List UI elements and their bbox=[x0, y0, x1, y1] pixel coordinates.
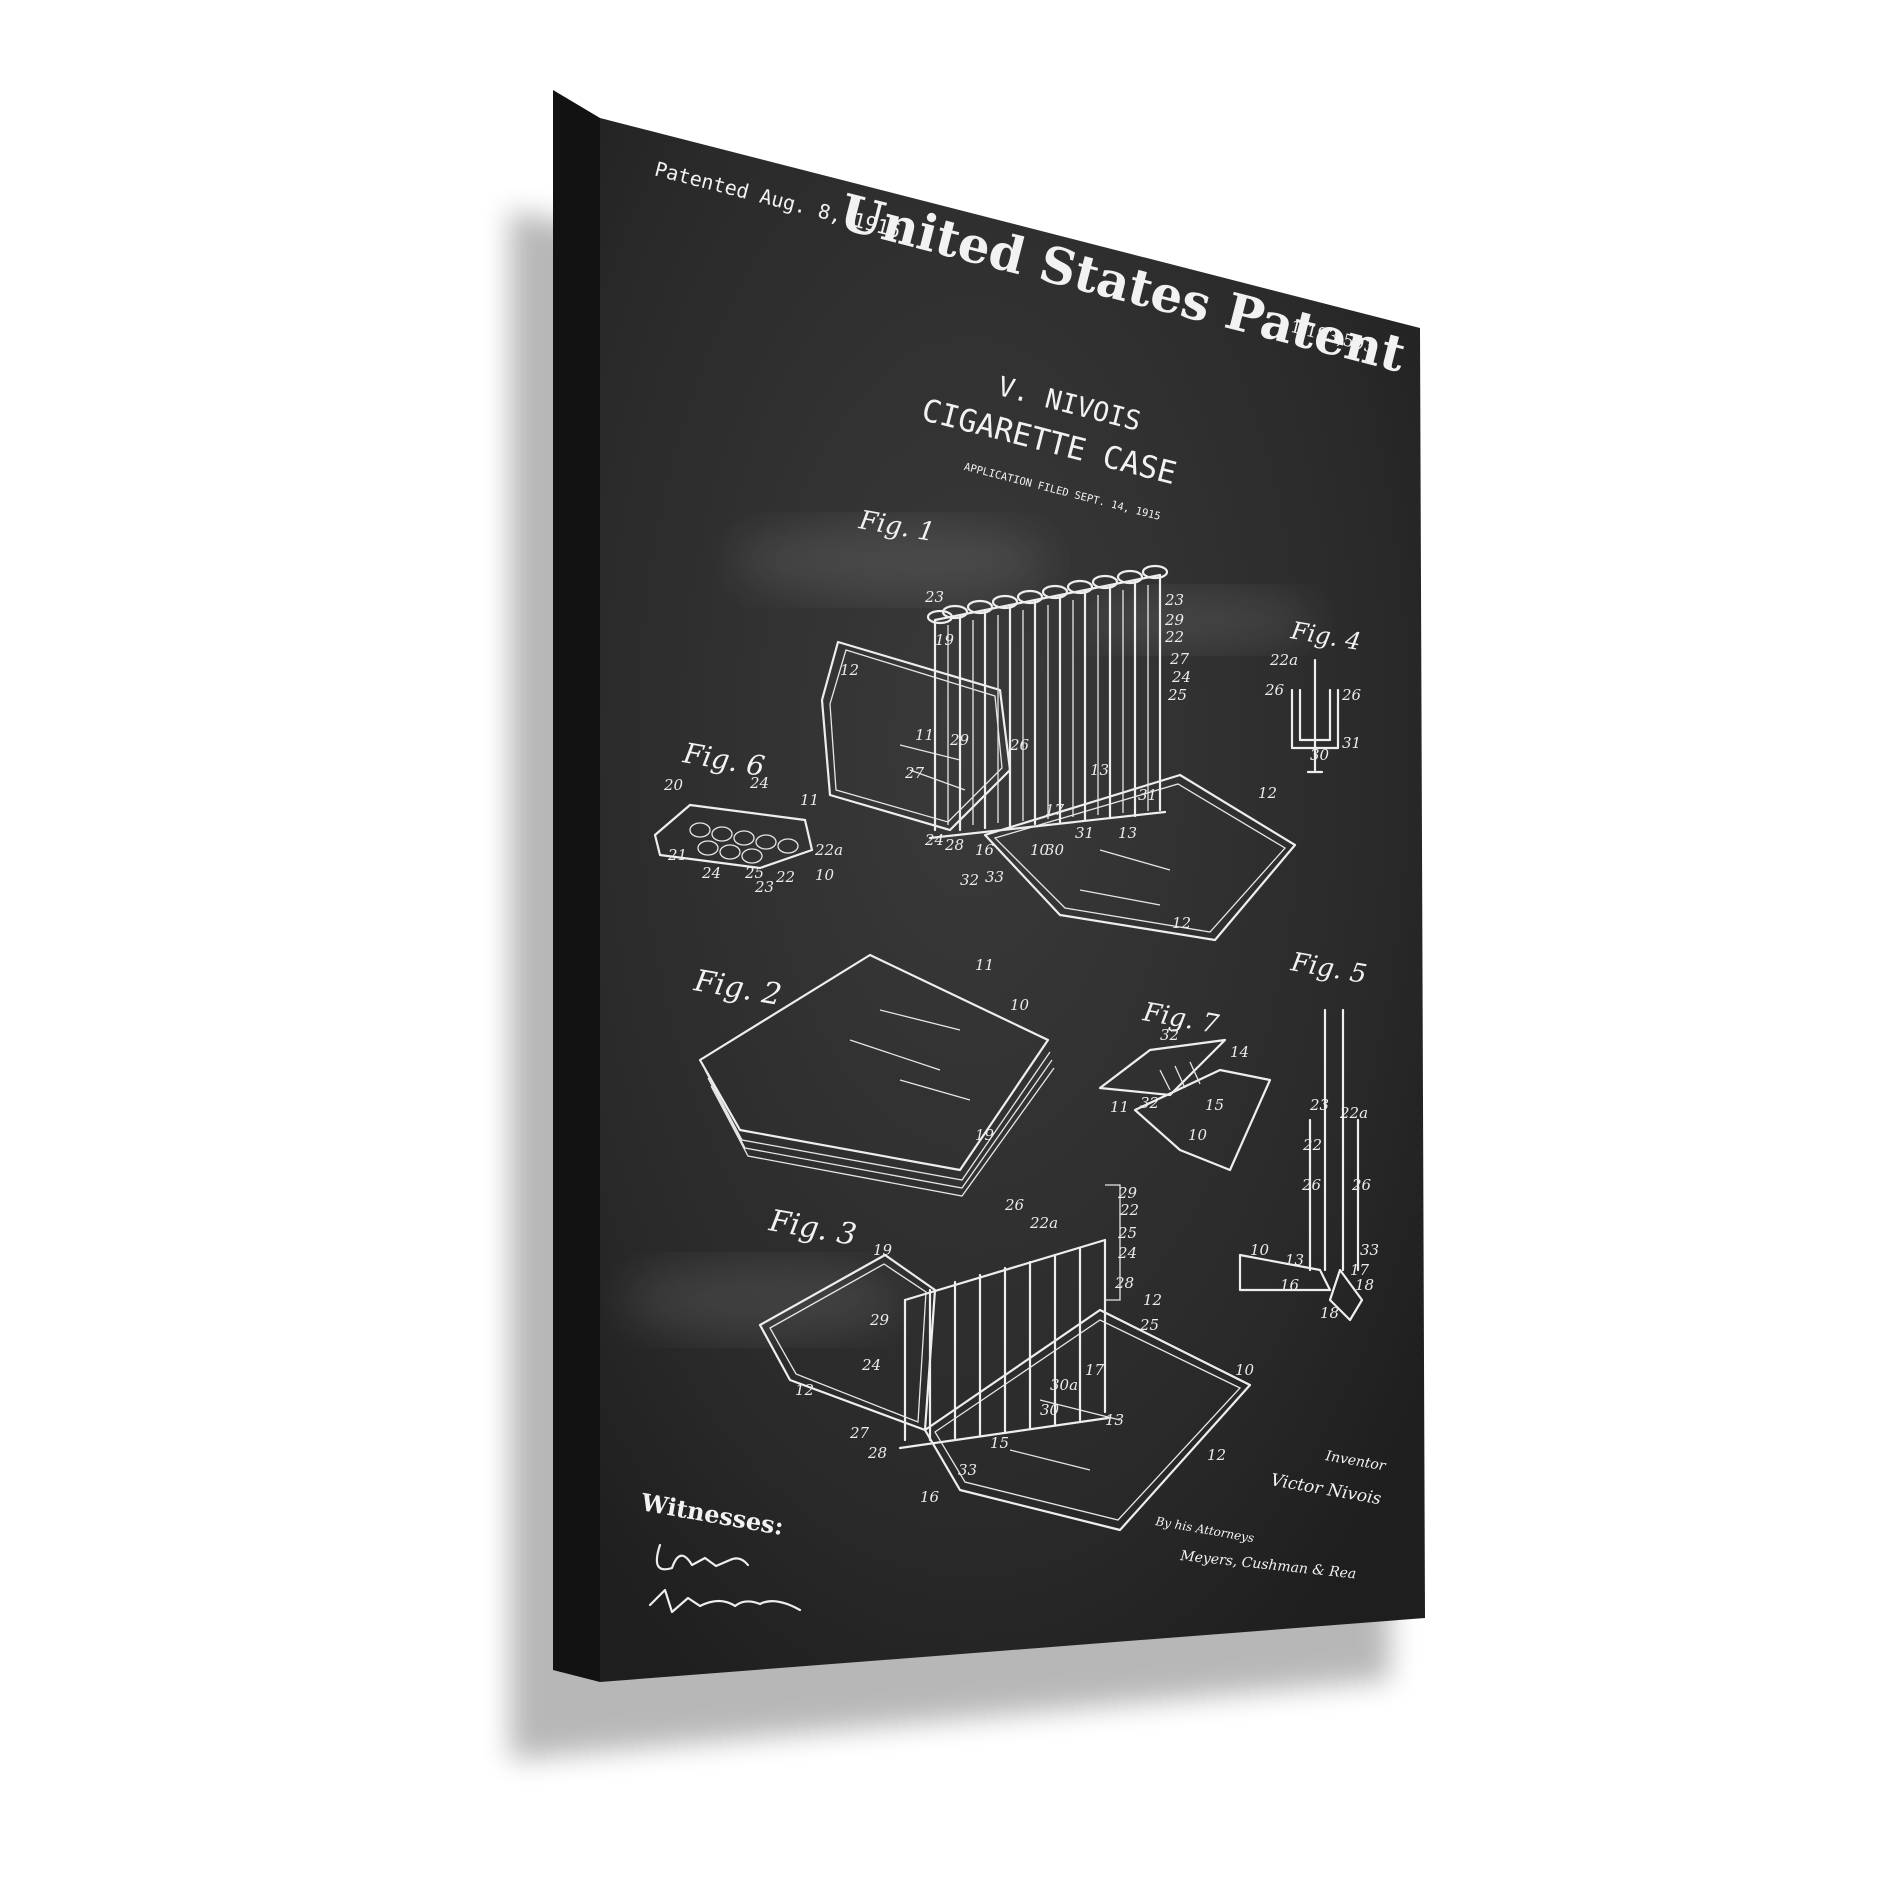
fig1-callout: 27 bbox=[1169, 650, 1190, 668]
fig5-callout: 18 bbox=[1355, 1276, 1374, 1294]
fig3-callout: 28 bbox=[1114, 1274, 1134, 1292]
figure-7-drawing: Fig. 7 bbox=[1098, 997, 1272, 1172]
fig1-callout: 31 bbox=[1075, 824, 1094, 842]
fig7-callout: 10 bbox=[1188, 1126, 1208, 1144]
fig6-callout: 25 bbox=[744, 864, 764, 882]
fig5-callout: 18 bbox=[1320, 1304, 1339, 1322]
chalk-smudges bbox=[620, 520, 1320, 1340]
fig3-callout: 28 bbox=[867, 1444, 887, 1462]
fig6-callout: 24 bbox=[701, 864, 721, 882]
fig5-callout: 17 bbox=[1350, 1261, 1370, 1279]
witness-signature-1 bbox=[655, 1543, 750, 1571]
fig2-callout: 10 bbox=[1010, 996, 1030, 1014]
fig5-callout: 22 bbox=[1302, 1136, 1322, 1154]
fig1-callout: 11 bbox=[915, 726, 934, 744]
fig1-callout: 17 bbox=[1045, 801, 1065, 819]
fig3-callout: 30 bbox=[1040, 1401, 1060, 1419]
fig3-callout: 12 bbox=[1143, 1291, 1162, 1309]
fig1-callout: 24 bbox=[924, 831, 944, 849]
fig3-callout: 17 bbox=[1085, 1361, 1105, 1379]
fig5-callout: 26 bbox=[1351, 1176, 1372, 1194]
fig3-callout: 27 bbox=[849, 1424, 870, 1442]
fig1-callout: 30 bbox=[1045, 841, 1065, 859]
fig4-callout: 31 bbox=[1342, 734, 1361, 752]
fig2-callout: 19 bbox=[975, 1126, 995, 1144]
fig1-callout: 12 bbox=[1172, 914, 1191, 932]
fig1-callout: 28 bbox=[944, 836, 964, 854]
fig6-callout: 22a bbox=[814, 841, 843, 859]
figure-1-drawing: Fig. 1 bbox=[820, 505, 1297, 942]
fig1-callout: 29 bbox=[949, 731, 970, 749]
fig3-callout: 24 bbox=[861, 1356, 881, 1374]
fig1-callout: 12 bbox=[840, 661, 859, 679]
fig3-callout: 12 bbox=[1207, 1446, 1226, 1464]
fig1-callout: 26 bbox=[1009, 736, 1030, 754]
fig1-callout: 24 bbox=[1171, 668, 1191, 686]
fig3-callout: 19 bbox=[873, 1241, 893, 1259]
fig1-callout: 27 bbox=[904, 764, 925, 782]
fig5-callout: 16 bbox=[1280, 1276, 1300, 1294]
fig1-callout: 25 bbox=[1167, 686, 1187, 704]
fig6-callout: 23 bbox=[754, 878, 774, 896]
fig2-callout: 11 bbox=[975, 956, 994, 974]
witness-signature-2 bbox=[648, 1588, 802, 1614]
fig4-callout: 26 bbox=[1264, 681, 1285, 699]
fig6-callout: 11 bbox=[800, 791, 819, 809]
fig7-callout: 14 bbox=[1230, 1043, 1249, 1061]
fig3-callout: 29 bbox=[1117, 1184, 1138, 1202]
fig6-callout: 21 bbox=[667, 846, 687, 864]
fig3-callout: 16 bbox=[920, 1488, 940, 1506]
fig3-callout: 25 bbox=[1117, 1224, 1137, 1242]
fig1-callout: 32 bbox=[960, 871, 979, 889]
fig5-callout: 23 bbox=[1309, 1096, 1329, 1114]
fig3-callout: 26 bbox=[1004, 1196, 1025, 1214]
fig1-callout: 13 bbox=[1118, 824, 1137, 842]
fig7-callout: 11 bbox=[1110, 1098, 1129, 1116]
fig1-callout: 12 bbox=[1258, 784, 1277, 802]
fig3-callout: 29 bbox=[869, 1311, 890, 1329]
fig1-callout: 31 bbox=[1138, 786, 1157, 804]
fig7-callout: 32 bbox=[1160, 1026, 1179, 1044]
fig3-callout: 22 bbox=[1119, 1201, 1139, 1219]
fig1-callout: 19 bbox=[935, 631, 955, 649]
fig1-callout: 29 bbox=[1164, 611, 1185, 629]
fig5-callout: 33 bbox=[1360, 1241, 1379, 1259]
fig4-callout: 30 bbox=[1310, 746, 1330, 764]
fig3-callout: 25 bbox=[1139, 1316, 1159, 1334]
fig1-callout: 13 bbox=[1090, 761, 1109, 779]
fig1-callout: 16 bbox=[975, 841, 995, 859]
fig3-callout: 12 bbox=[795, 1381, 814, 1399]
fig3-callout: 30a bbox=[1050, 1376, 1078, 1394]
fig6-callout: 24 bbox=[749, 774, 769, 792]
fig6-callout: 22 bbox=[775, 868, 795, 886]
fig1-callout: 33 bbox=[985, 868, 1004, 886]
fig3-callout: 22a bbox=[1029, 1214, 1058, 1232]
fig3-callout: 10 bbox=[1235, 1361, 1255, 1379]
fig3-callout: 24 bbox=[1117, 1244, 1137, 1262]
fig5-callout: 13 bbox=[1285, 1251, 1304, 1269]
canvas-side-edge bbox=[553, 90, 600, 1682]
fig7-callout: 32 bbox=[1140, 1094, 1159, 1112]
fig5-callout: 10 bbox=[1250, 1241, 1270, 1259]
fig4-callout: 22a bbox=[1269, 651, 1298, 669]
fig3-callout: 13 bbox=[1105, 1411, 1124, 1429]
fig5-callout: 26 bbox=[1301, 1176, 1322, 1194]
fig3-callout: 15 bbox=[990, 1434, 1009, 1452]
fig1-callout: 10 bbox=[1030, 841, 1050, 859]
fig3-callout: 33 bbox=[958, 1461, 977, 1479]
fig1-callout: 23 bbox=[924, 588, 944, 606]
fig5-callout: 22a bbox=[1339, 1104, 1368, 1122]
fig6-callout: 10 bbox=[815, 866, 835, 884]
fig4-callout: 26 bbox=[1341, 686, 1362, 704]
fig1-callout: 23 bbox=[1164, 591, 1184, 609]
fig1-callout: 22 bbox=[1164, 628, 1184, 646]
fig7-callout: 15 bbox=[1205, 1096, 1224, 1114]
fig6-callout: 20 bbox=[663, 776, 684, 794]
